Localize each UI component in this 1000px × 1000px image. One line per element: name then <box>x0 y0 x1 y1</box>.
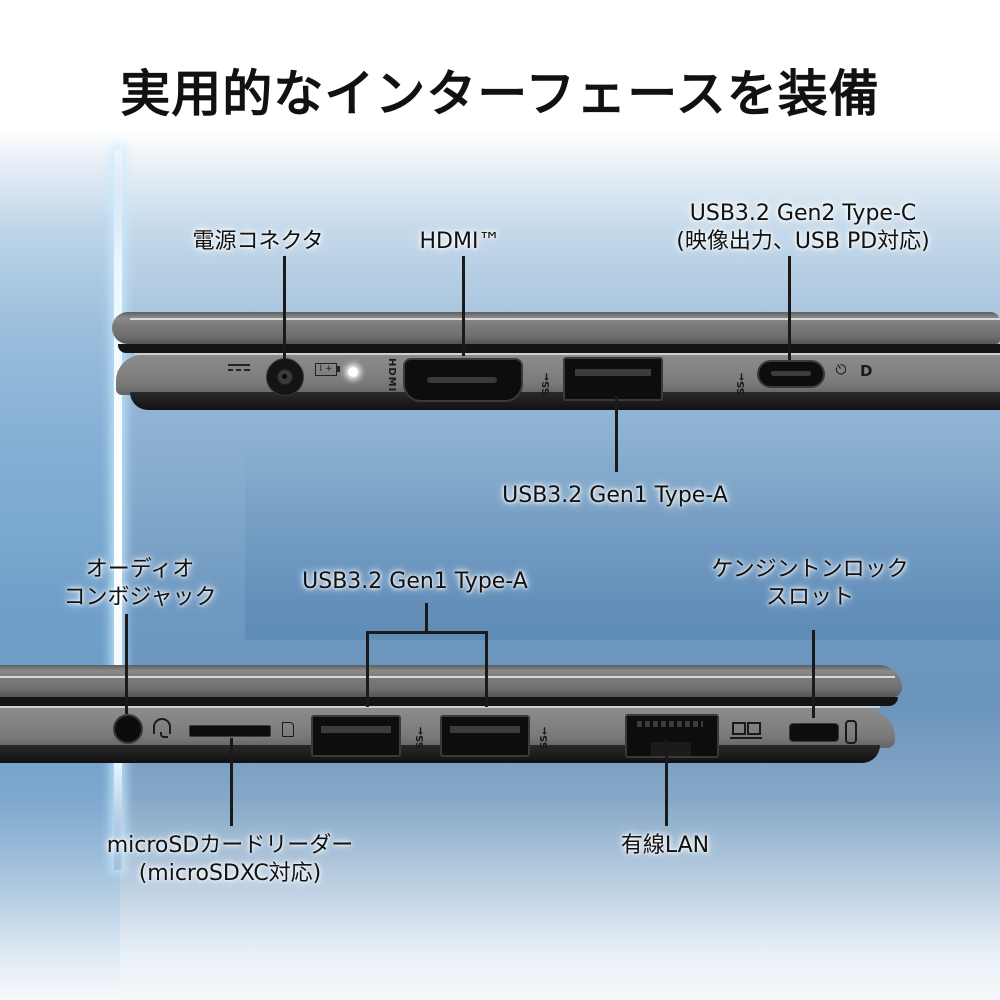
leader-line-usb-a-pair <box>425 603 428 633</box>
dc-power-icon <box>228 364 250 372</box>
label-usb-c-line2: (映像出力、USB PD対応) <box>676 229 930 254</box>
bracket-usb-a-pair <box>366 631 488 634</box>
label-usb-a: USB3.2 Gen1 Type-A <box>502 483 728 508</box>
label-audio-line1: オーディオ <box>85 557 195 582</box>
lock-icon <box>845 720 857 744</box>
usb-a-port-2 <box>440 715 530 757</box>
label-kensington-line2: スロット <box>765 585 854 610</box>
laptop-base <box>116 355 1000 395</box>
battery-tip <box>337 366 340 372</box>
leader-line-usb-c <box>788 256 791 360</box>
label-lan: 有線LAN <box>620 833 710 858</box>
base-highlight <box>0 706 880 708</box>
background-panel <box>0 130 120 1000</box>
displayport-icon: D <box>860 362 873 380</box>
usb-c-port <box>757 360 825 388</box>
headset-icon <box>153 718 171 734</box>
label-usb-c-line1: USB3.2 Gen2 Type-C <box>689 201 917 226</box>
hinge-gap <box>0 697 898 706</box>
label-power-connector: 電源コネクタ <box>192 229 324 254</box>
power-connector-port <box>266 358 304 396</box>
base-highlight <box>135 353 1000 355</box>
leader-line-audio <box>125 614 128 714</box>
hdmi-icon: HDMI <box>386 358 397 393</box>
page-title: 実用的なインターフェースを装備 <box>120 65 880 123</box>
network-icon <box>730 722 762 740</box>
microsd-slot <box>189 725 271 737</box>
leader-line-usb-a <box>615 396 618 472</box>
label-usb-a-pair: USB3.2 Gen1 Type-A <box>302 569 528 594</box>
ss-usb-icon: SS⭠ <box>539 727 550 749</box>
background-panel <box>245 440 1000 640</box>
leader-line-power <box>283 256 286 360</box>
light-beam <box>114 150 122 870</box>
laptop-lid <box>0 665 902 697</box>
label-hdmi: HDMI™ <box>419 229 501 254</box>
audio-jack-port <box>113 714 143 744</box>
leader-line-usb-a-1 <box>366 631 369 707</box>
label-audio-line2: コンボジャック <box>63 585 217 610</box>
label-microsd-line1: microSDカードリーダー <box>106 833 354 858</box>
label-kensington-line1: ケンジントンロック <box>711 557 909 582</box>
label-microsd-line2: (microSDXC対応) <box>138 861 322 886</box>
status-led <box>348 367 358 377</box>
lid-highlight <box>0 676 895 678</box>
lan-port <box>625 714 719 758</box>
kensington-lock-slot <box>789 723 839 742</box>
lid-highlight <box>130 318 1000 320</box>
laptop-lid <box>112 312 1000 344</box>
laptop-bottom <box>130 392 1000 410</box>
usb-a-port-1 <box>311 715 401 757</box>
ss-usb-icon: SS⭠ <box>541 373 552 395</box>
hinge-gap <box>118 344 1000 353</box>
hdmi-port <box>403 358 523 402</box>
leader-line-usb-a-2 <box>485 631 488 707</box>
leader-line-hdmi <box>462 256 465 356</box>
sd-card-icon <box>282 722 294 737</box>
leader-line-lan <box>665 740 668 826</box>
ss-usb-icon: SS⭠ <box>415 727 426 749</box>
leader-line-microsd <box>230 738 233 826</box>
headset-mic <box>160 732 168 738</box>
usb-a-port <box>563 357 663 401</box>
ss-usb-icon: SS⭠ <box>736 373 747 395</box>
leader-line-kensington <box>812 630 815 718</box>
battery-charge-icon: I + <box>315 363 337 376</box>
